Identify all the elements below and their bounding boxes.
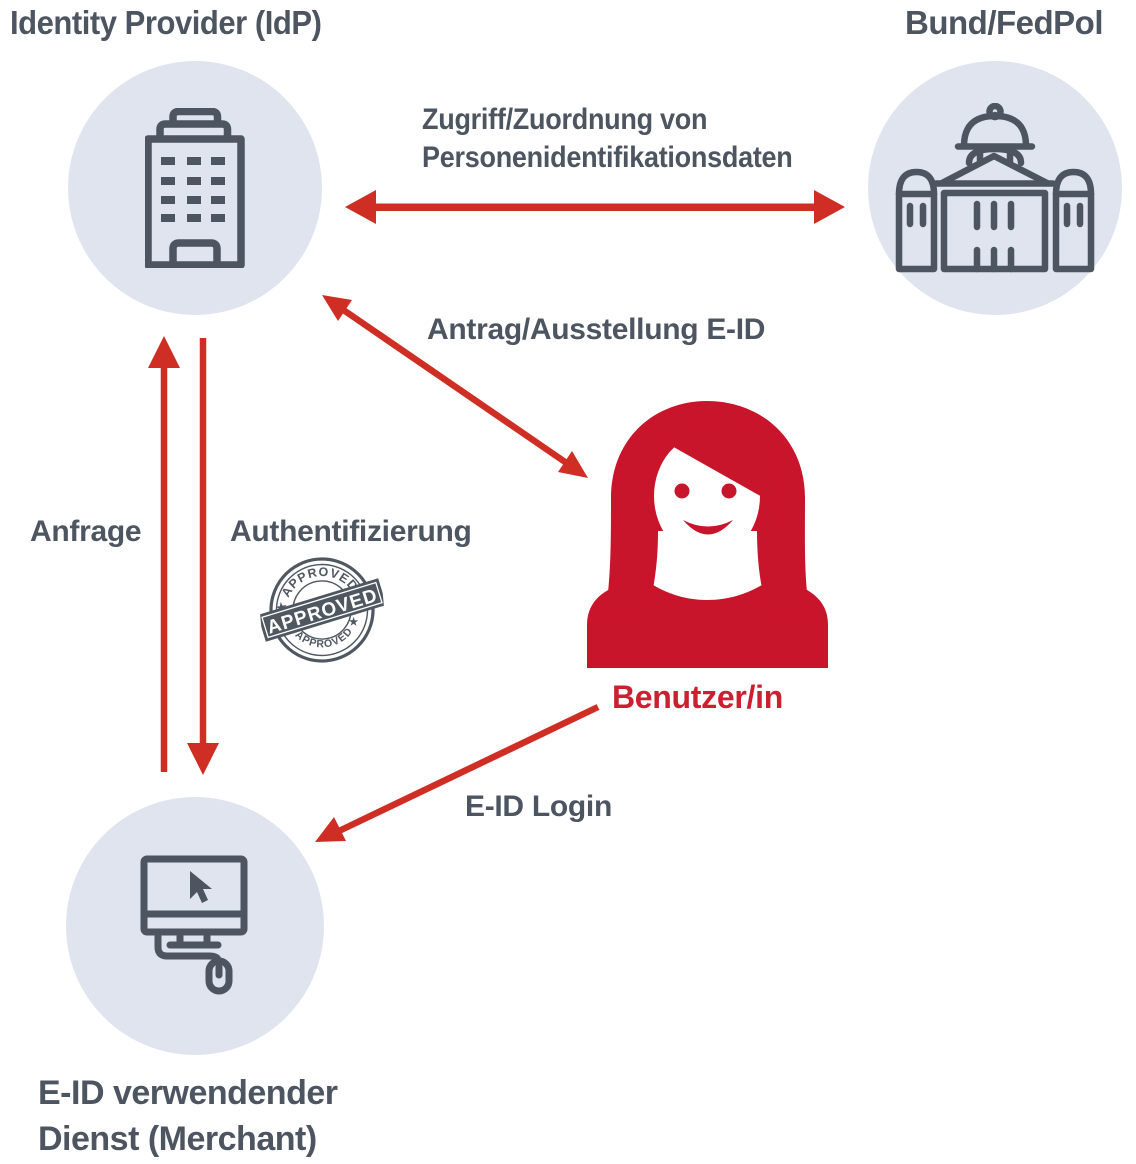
arrow-authentifizierung-down: [187, 338, 219, 775]
authentifizierung-label: Authentifizierung: [230, 515, 472, 548]
zugriff-label-line2: Personenidentifikationsdaten: [422, 141, 793, 174]
idp-node: [68, 61, 322, 315]
fedpol-title: Bund/FedPol: [905, 4, 1103, 41]
anfrage-label: Anfrage: [30, 515, 142, 548]
merchant-label-line1: E-ID verwendender: [38, 1074, 338, 1112]
zugriff-label-line1: Zugriff/Zuordnung von: [422, 103, 708, 136]
arrow-zugriff-double: [345, 190, 845, 224]
merchant-label: E-ID verwendender Dienst (Merchant): [38, 1070, 338, 1162]
zugriff-label: Zugriff/Zuordnung von Personenidentifika…: [422, 101, 793, 177]
office-building-icon: [145, 108, 245, 268]
federal-palace-icon: [895, 103, 1095, 273]
arrow-anfrage-up: [148, 336, 180, 772]
merchant-node: [66, 797, 324, 1055]
antrag-label: Antrag/Ausstellung E-ID: [427, 313, 766, 346]
user-node: [585, 393, 830, 668]
woman-user-figure: [587, 401, 828, 668]
benutzer-label: Benutzer/in: [612, 679, 783, 715]
fedpol-node: [868, 61, 1122, 315]
eid-login-label: E-ID Login: [465, 790, 612, 823]
merchant-label-line2: Dienst (Merchant): [38, 1120, 317, 1158]
computer-with-mouse-icon: [140, 855, 248, 994]
approved-stamp: ★ APPROVED ★ ★ APPROVED ★ APPROVED: [257, 557, 387, 663]
idp-title: Identity Provider (IdP): [10, 4, 322, 41]
